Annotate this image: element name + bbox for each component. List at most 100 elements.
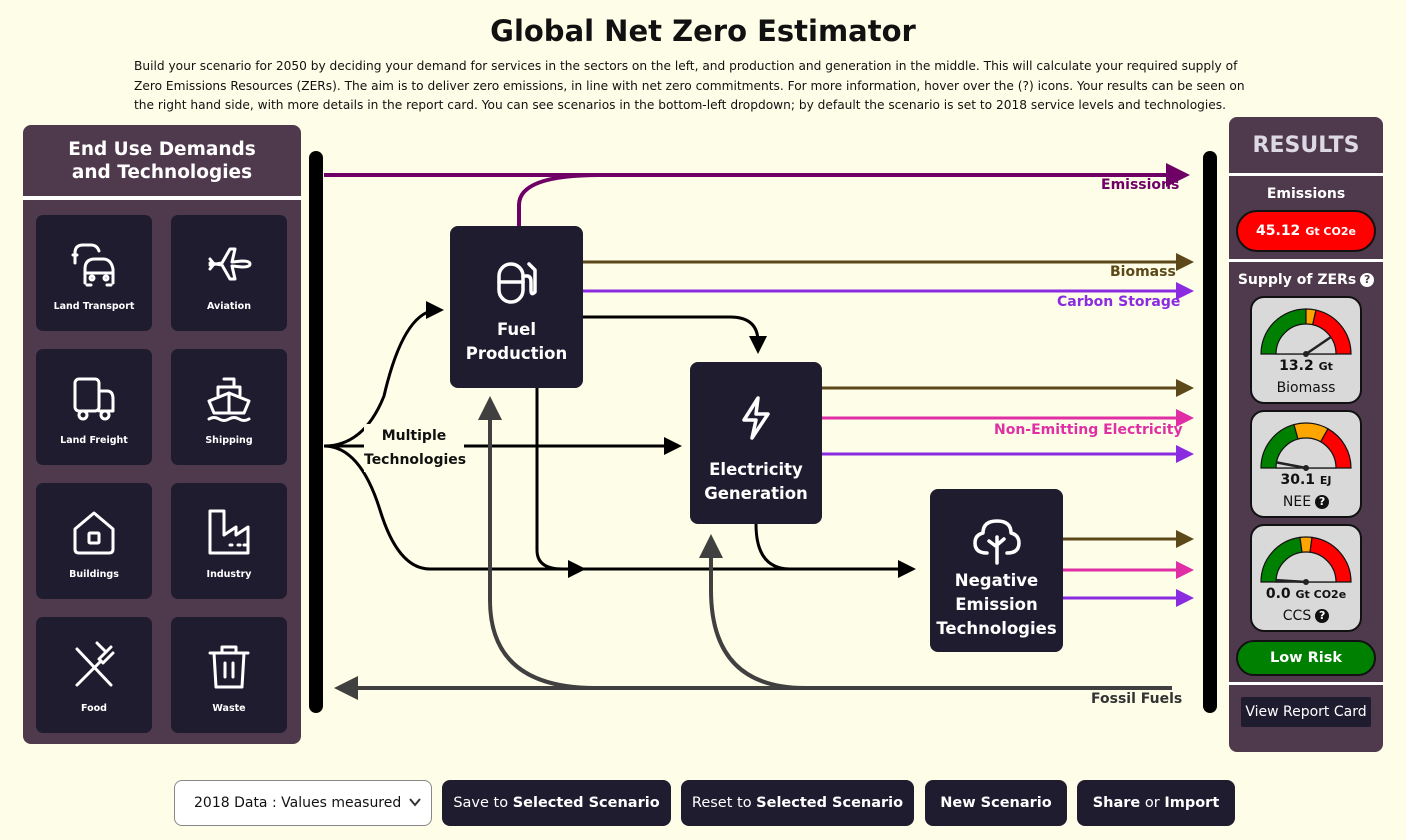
save-bold: Selected Scenario xyxy=(512,795,660,811)
cars-icon xyxy=(71,243,115,287)
tile-label: Aviation xyxy=(207,301,251,312)
tile-label: Waste xyxy=(212,703,246,714)
supply-of-zers-label: Supply of ZERs? xyxy=(1229,272,1383,288)
results-title: RESULTS xyxy=(1252,132,1360,158)
ship-icon xyxy=(207,377,251,422)
fuel-production-label-2: Production xyxy=(465,344,568,363)
negative-label-2: Emission xyxy=(955,595,1038,614)
electricity-generation-node[interactable]: Electricity Generation xyxy=(690,362,822,524)
help-icon[interactable]: ? xyxy=(1315,608,1330,623)
gauge-name-text: CCS xyxy=(1282,608,1312,624)
gauge-number: 30.1 xyxy=(1280,472,1316,488)
tile-label: Land Freight xyxy=(60,435,128,446)
gauge-name: Biomass xyxy=(1252,380,1360,396)
end-use-title-line1: End Use Demands xyxy=(68,138,256,160)
chevron-down-icon xyxy=(409,798,421,807)
help-icon[interactable]: ? xyxy=(1360,272,1375,287)
panel-divider xyxy=(1229,682,1383,685)
fossil-to-fuel-arrow xyxy=(478,396,596,690)
reset-bold: Selected Scenario xyxy=(756,795,904,811)
electricity-label-2: Generation xyxy=(704,484,808,503)
emissions-result-badge: 45.12 Gt CO2e xyxy=(1236,210,1376,252)
risk-badge: Low Risk xyxy=(1236,640,1376,676)
fossil-fuels-flow-label: Fossil Fuels xyxy=(1091,691,1183,707)
tile-label: Shipping xyxy=(205,435,253,446)
gauge-value: 13.2 Gt xyxy=(1252,358,1360,374)
gauge-unit: Gt xyxy=(1318,360,1333,373)
save-prefix: Save to xyxy=(453,795,509,811)
biomass-flow-label: Biomass xyxy=(1110,264,1176,280)
tile-label: Food xyxy=(81,703,107,714)
demand-to-fuel-arrow xyxy=(323,301,444,448)
negative-label-3: Technologies xyxy=(936,619,1057,638)
gauge-number: 0.0 xyxy=(1265,586,1291,602)
panel-divider xyxy=(1229,173,1383,176)
tile-food[interactable]: Food xyxy=(36,617,152,733)
tile-land-transport[interactable]: Land Transport xyxy=(36,215,152,331)
emissions-result-unit: Gt CO2e xyxy=(1305,224,1356,238)
multiple-label-2: Technologies xyxy=(364,452,467,468)
tile-waste[interactable]: Waste xyxy=(171,617,287,733)
reset-to-scenario-button[interactable]: Reset to Selected Scenario xyxy=(681,780,914,826)
end-use-title-line2: and Technologies xyxy=(71,161,253,183)
gauge-name: CCS? xyxy=(1252,608,1360,624)
fuel-production-node[interactable]: Fuel Production xyxy=(450,226,583,388)
house-icon xyxy=(73,511,115,555)
multiple-label-1: Multiple xyxy=(381,428,447,444)
nee-gauge: 30.1 EJ NEE? xyxy=(1250,410,1362,518)
scenario-dropdown[interactable]: 2018 Data : Values measured from 2018 xyxy=(174,780,432,826)
fuel-pump-icon xyxy=(496,262,537,304)
page-title: Global Net Zero Estimator xyxy=(490,14,916,48)
tile-buildings[interactable]: Buildings xyxy=(36,483,152,599)
trash-can-icon xyxy=(208,645,250,689)
tree-icon xyxy=(972,519,1021,565)
tile-label: Buildings xyxy=(69,569,119,580)
supply-of-zers-text: Supply of ZERs xyxy=(1237,272,1357,288)
gauge-needle xyxy=(1305,336,1332,356)
non-emitting-electricity-flow-label: Non-Emitting Electricity xyxy=(994,422,1183,438)
demand-to-net-arrow xyxy=(323,444,916,578)
gauge-unit: Gt CO2e xyxy=(1295,588,1347,601)
intro-text: Build your scenario for 2050 by deciding… xyxy=(134,59,1245,112)
panel-divider xyxy=(1229,259,1383,262)
or-label: or xyxy=(1144,795,1160,811)
reset-prefix: Reset to xyxy=(691,795,752,811)
tile-shipping[interactable]: Shipping xyxy=(171,349,287,465)
fuel-to-electricity-arrow xyxy=(583,315,767,354)
gauge-name-text: Biomass xyxy=(1276,380,1336,396)
emissions-branch xyxy=(517,173,601,226)
gauge-dial xyxy=(1260,536,1352,585)
electricity-label-1: Electricity xyxy=(709,460,803,479)
truck-icon xyxy=(73,377,115,421)
negative-emission-node[interactable]: Negative Emission Technologies xyxy=(930,489,1063,652)
tile-label: Industry xyxy=(206,569,252,580)
save-to-scenario-button[interactable]: Save to Selected Scenario xyxy=(442,780,671,826)
share-or-import-button[interactable]: Share or Import xyxy=(1077,780,1235,826)
factory-icon xyxy=(208,509,250,555)
gauge-needle xyxy=(1276,578,1307,584)
gauge-value: 30.1 EJ xyxy=(1252,472,1360,488)
tile-land-freight[interactable]: Land Freight xyxy=(36,349,152,465)
import-label: Import xyxy=(1164,795,1220,811)
emissions-result-value: 45.12 xyxy=(1256,223,1301,239)
help-icon[interactable]: ? xyxy=(1315,494,1330,509)
view-report-card-button[interactable]: View Report Card xyxy=(1241,697,1371,727)
share-label: Share xyxy=(1092,795,1141,811)
gauge-number: 13.2 xyxy=(1279,358,1314,374)
fork-knife-icon xyxy=(75,641,115,687)
emissions-flow-label: Emissions xyxy=(1101,177,1180,193)
tile-industry[interactable]: Industry xyxy=(171,483,287,599)
gauge-value: 0.0 Gt CO2e xyxy=(1252,586,1360,602)
new-scenario-button[interactable]: New Scenario xyxy=(925,780,1067,826)
tile-aviation[interactable]: Aviation xyxy=(171,215,287,331)
gauge-name-text: NEE xyxy=(1282,494,1312,510)
biomass-gauge: 13.2 Gt Biomass xyxy=(1250,296,1362,404)
tile-label: Land Transport xyxy=(53,301,135,312)
fossil-to-electricity-arrow xyxy=(699,534,806,690)
lightning-bolt-icon xyxy=(742,396,770,440)
new-scenario-label: New Scenario xyxy=(940,795,1052,811)
negative-label-1: Negative xyxy=(954,571,1039,590)
